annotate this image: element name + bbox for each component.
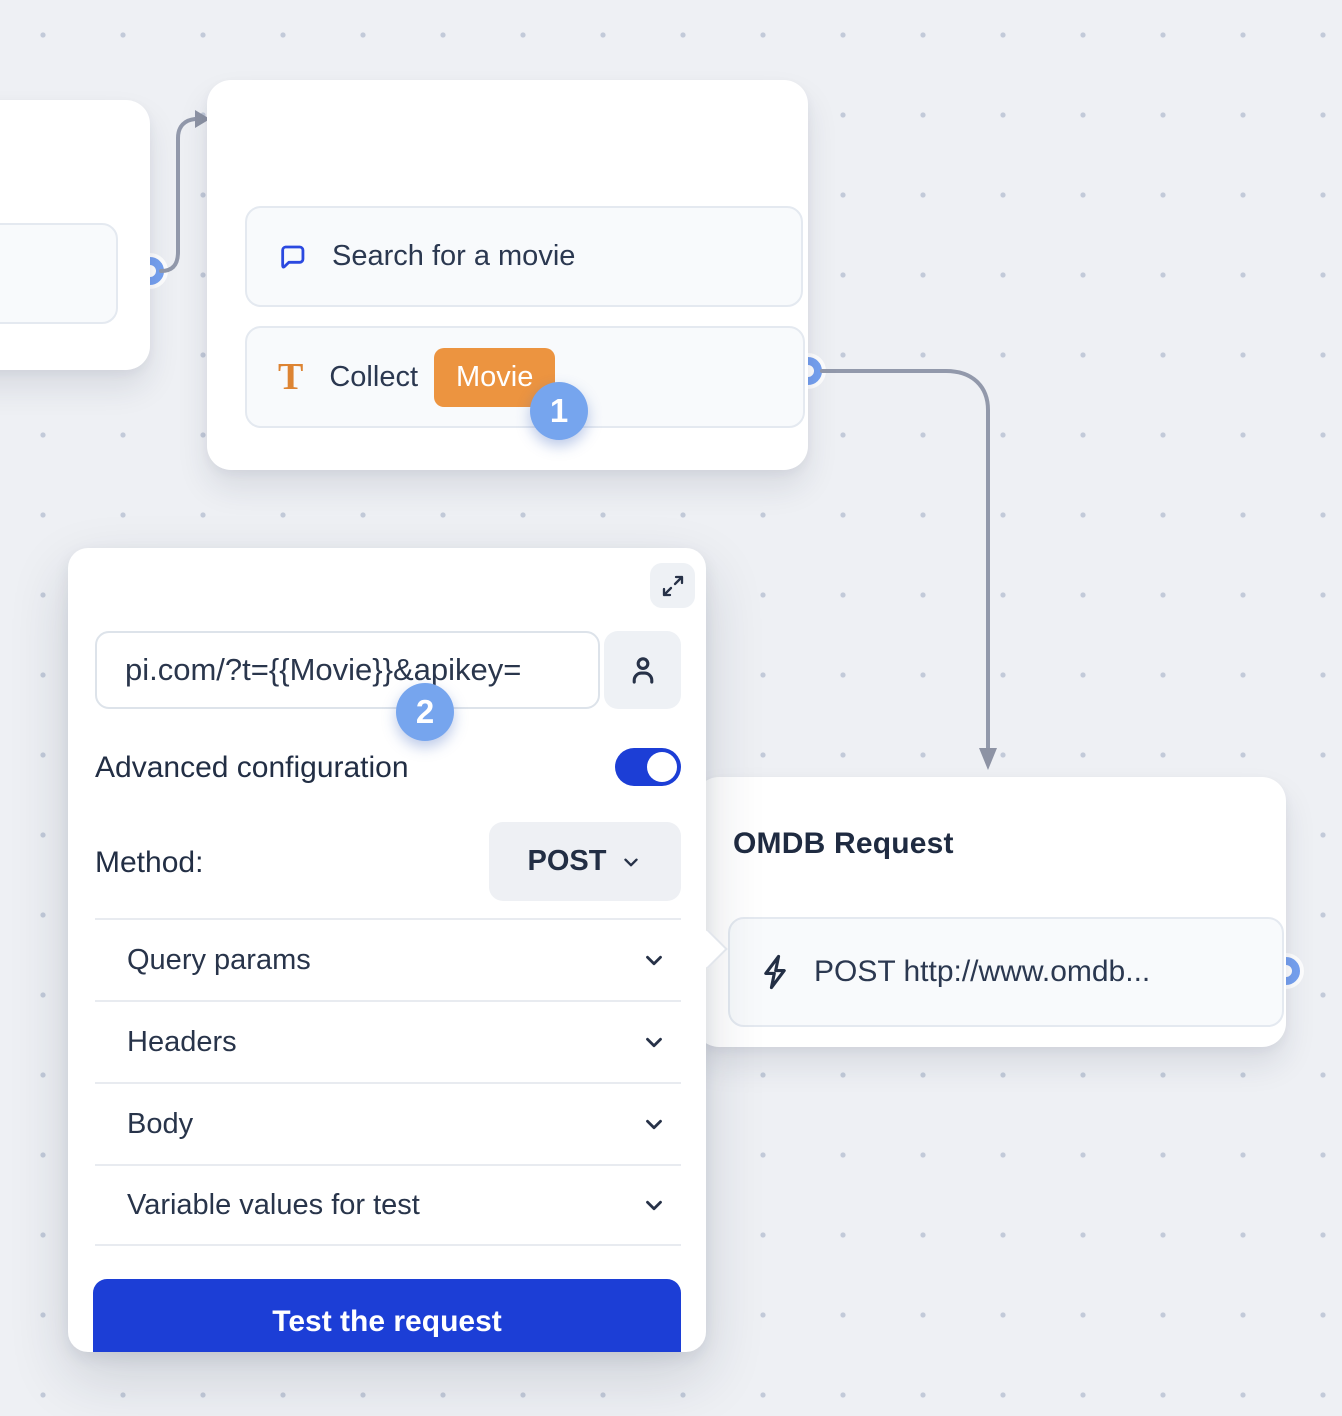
- chevron-down-icon: [620, 851, 642, 873]
- chevron-down-icon: [641, 1029, 667, 1055]
- chat-bubble-icon: [276, 241, 308, 273]
- chevron-down-icon: [641, 1192, 667, 1218]
- person-icon: [626, 653, 660, 687]
- test-request-button[interactable]: Test the request: [93, 1279, 681, 1352]
- arrowhead-into-movie-search: [195, 110, 210, 128]
- section-label: Variable values for test: [127, 1188, 420, 1221]
- toggle-knob: [647, 752, 677, 782]
- method-value: POST: [527, 845, 607, 877]
- request-settings-panel: Advanced configuration Method: POST Quer…: [68, 548, 706, 1352]
- expand-diagonal-icon: [661, 574, 685, 598]
- node-title-omdb-request: OMDB Request: [733, 827, 954, 860]
- advanced-configuration-toggle[interactable]: [615, 748, 681, 786]
- method-label: Method:: [95, 846, 204, 879]
- section-label: Headers: [127, 1025, 237, 1058]
- section-headers[interactable]: Headers: [95, 1000, 681, 1082]
- node-movie-search[interactable]: Movie search Search for a movie T Collec…: [207, 80, 808, 470]
- partial-node-card[interactable]: [0, 100, 150, 370]
- text-T-icon: T: [278, 356, 304, 398]
- block-label: POST http://www.omdb...: [814, 955, 1151, 988]
- method-dropdown[interactable]: POST: [489, 822, 681, 901]
- request-url-input[interactable]: [95, 631, 600, 709]
- connector-movie-search-to-omdb: [820, 369, 990, 750]
- partial-node-block[interactable]: [0, 223, 118, 324]
- section-body[interactable]: Body: [95, 1082, 681, 1164]
- block-collect-movie[interactable]: T Collect Movie: [245, 326, 805, 428]
- section-label: Query params: [127, 943, 311, 976]
- expand-button[interactable]: [650, 563, 695, 608]
- chevron-down-icon: [641, 1111, 667, 1137]
- lightning-icon: [758, 952, 792, 992]
- arrowhead-into-omdb: [979, 748, 997, 770]
- block-label: Collect: [329, 360, 419, 393]
- section-query-params[interactable]: Query params: [95, 918, 681, 1000]
- section-label: Body: [127, 1107, 194, 1140]
- section-variable-values[interactable]: Variable values for test: [95, 1164, 681, 1246]
- advanced-configuration-label: Advanced configuration: [95, 751, 409, 784]
- chevron-down-icon: [641, 947, 667, 973]
- step-badge-2: 2: [396, 683, 454, 741]
- connector-left-to-movie-search: [159, 117, 197, 273]
- step-badge-1: 1: [530, 382, 588, 440]
- block-label: Search for a movie: [332, 240, 576, 272]
- insert-variable-button[interactable]: [604, 631, 681, 709]
- node-omdb-request[interactable]: OMDB Request POST http://www.omdb...: [695, 777, 1286, 1047]
- block-search-for-a-movie[interactable]: Search for a movie: [245, 206, 803, 307]
- block-post-request[interactable]: POST http://www.omdb...: [728, 917, 1284, 1027]
